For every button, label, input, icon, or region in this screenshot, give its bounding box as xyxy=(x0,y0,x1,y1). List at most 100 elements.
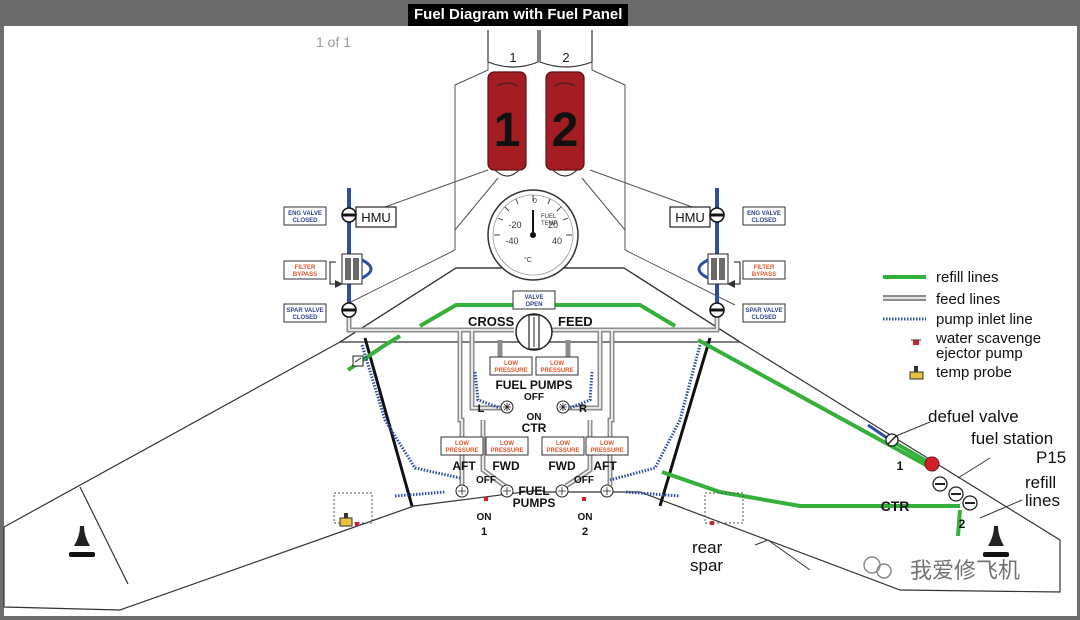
main-pumps-side-1: 1 xyxy=(481,526,487,538)
ann-text-26: PRESSURE xyxy=(590,448,623,454)
main-pump-fwd-1: FWD xyxy=(492,459,520,473)
annunciator-low-pressure-aft-2: LOW PRESSURE xyxy=(585,436,629,456)
legend: refill lines feed lines pump inlet line … xyxy=(883,269,1041,381)
gauge-tick-minus20: -20 xyxy=(508,220,521,230)
gauge-temp-label: TEMP xyxy=(541,221,558,227)
hmu-left-label: HMU xyxy=(361,210,391,225)
refill-lines xyxy=(346,303,962,537)
gauge-zero-label: 0 xyxy=(533,198,537,205)
spar-valve-left[interactable] xyxy=(341,302,357,318)
ann-text-10: BYPASS xyxy=(752,272,776,278)
callout-station-2: 2 xyxy=(959,517,966,531)
title-bar: Fuel Diagram with Fuel Panel xyxy=(0,0,1080,26)
callout-refill-lines: lines xyxy=(1025,491,1060,510)
fuel-station-p15-valves[interactable] xyxy=(932,476,978,511)
engine-1-number: 1 xyxy=(494,104,521,157)
page-counter: 1 of 1 xyxy=(316,34,352,50)
pump-inlet-lines xyxy=(360,344,702,498)
defuel-valve[interactable] xyxy=(885,433,899,447)
main-pumps-off-2: OFF xyxy=(574,475,594,486)
ann-text-4: BYPASS xyxy=(293,272,317,278)
callout-ctr: CTR xyxy=(881,498,910,514)
ejector-pump-markers xyxy=(355,497,714,526)
sump-boxes xyxy=(333,492,744,524)
callout-leaders xyxy=(754,421,1023,571)
callout-fuel-station: fuel station xyxy=(971,429,1053,448)
annunciator-eng-valve-right: ENG VALVE CLOSED xyxy=(742,206,786,226)
ann-text-17: LOW xyxy=(550,361,564,367)
gauge-fuel-label: FUEL xyxy=(541,214,557,220)
ann-text-14: OPEN xyxy=(525,302,542,308)
gauge-tick-40: 40 xyxy=(552,236,562,246)
annunciator-low-pressure-fwd-1: LOW PRESSURE xyxy=(485,436,529,456)
annunciator-spar-valve-right: SPAR VALVE CLOSED xyxy=(742,303,786,323)
main-pumps-on-2: ON xyxy=(578,512,593,523)
hmu-left: HMU xyxy=(355,206,397,228)
center-pumps-title: FUEL PUMPS xyxy=(495,378,572,392)
callout-refill: refill xyxy=(1025,473,1056,492)
engine-1-fuel-control[interactable]: 1 xyxy=(487,71,527,177)
center-pump-r-label: R xyxy=(579,403,587,415)
main-pumps-title-1: FUEL xyxy=(518,484,549,498)
callout-defuel-valve: defuel valve xyxy=(928,407,1019,426)
wing-ejector-icon-left xyxy=(352,355,364,367)
engine-2-fuel-control[interactable]: 2 xyxy=(545,71,585,177)
main-pump-fwd-2: FWD xyxy=(548,459,576,473)
center-pumps-ctr: CTR xyxy=(522,421,547,435)
ann-text-23: LOW xyxy=(556,441,570,447)
main-pump-aft-1: AFT xyxy=(452,459,476,473)
main-pumps-off-1: OFF xyxy=(476,475,496,486)
engine-cutout-1 xyxy=(487,30,593,68)
ann-text-16: PRESSURE xyxy=(494,368,527,374)
gauge-unit: °C xyxy=(524,256,532,264)
crossfeed-valve-selector[interactable] xyxy=(515,313,553,351)
eng-valve-left[interactable] xyxy=(341,207,357,223)
legend-temp-probe: temp probe xyxy=(936,364,1012,381)
ann-text-12: CLOSED xyxy=(751,315,777,321)
ann-text-22: PRESSURE xyxy=(490,448,523,454)
ejector-pump-icon xyxy=(911,339,921,345)
spar-valve-right[interactable] xyxy=(709,302,725,318)
legend-refill-lines: refill lines xyxy=(936,269,999,286)
annunciator-low-pressure-ctr-r: LOW PRESSURE xyxy=(535,356,579,376)
ann-text-15: LOW xyxy=(504,361,518,367)
crossfeed-label-right: FEED xyxy=(558,314,593,329)
legend-pump-inlet-line: pump inlet line xyxy=(936,311,1033,328)
ann-text-13: VALVE xyxy=(524,295,543,301)
main-pumps-side-2: 2 xyxy=(582,526,588,538)
annunciator-valve-open: VALVE OPEN xyxy=(512,290,556,310)
annunciator-low-pressure-aft-1: LOW PRESSURE xyxy=(440,436,484,456)
main-pumps-title-2: PUMPS xyxy=(513,496,556,510)
engine-1-label: 1 xyxy=(509,50,516,65)
temp-probe-icon xyxy=(909,366,924,380)
callout-station-1: 1 xyxy=(897,459,904,473)
fuel-station-indicator xyxy=(924,456,940,472)
watermark: 我爱修飞机 xyxy=(863,556,1020,583)
ann-text-1: ENG VALVE xyxy=(288,211,322,217)
hmu-right: HMU xyxy=(669,206,711,228)
legend-ejector-pump: ejector pump xyxy=(936,345,1023,362)
center-pump-l-label: L xyxy=(478,403,485,415)
callout-fuel-station-id: P15 xyxy=(1036,448,1066,467)
center-pump-l-switch[interactable] xyxy=(500,400,514,414)
center-pump-r-switch[interactable] xyxy=(556,400,570,414)
annunciator-low-pressure-fwd-2: LOW PRESSURE xyxy=(541,436,585,456)
ann-text-5: SPAR VALVE xyxy=(286,308,323,314)
main-pumps-on-1: ON xyxy=(477,512,492,523)
ann-text-11: SPAR VALVE xyxy=(745,308,782,314)
eng-valve-right[interactable] xyxy=(709,207,725,223)
fuel-temp-gauge: 0 FUEL TEMP -20 20 -40 40 °C xyxy=(487,189,579,281)
ann-text-19: LOW xyxy=(455,441,469,447)
gauge-tick-20: 20 xyxy=(548,220,558,230)
temp-probe-icon xyxy=(339,513,353,527)
annunciator-low-pressure-ctr-l: LOW PRESSURE xyxy=(489,356,533,376)
center-pumps-on: ON xyxy=(527,412,542,423)
engine-2-number: 2 xyxy=(552,104,579,157)
ann-text-25: LOW xyxy=(600,441,614,447)
ann-text-2: CLOSED xyxy=(292,218,318,224)
hmu-right-label: HMU xyxy=(675,210,705,225)
ann-text-3: FILTER xyxy=(295,265,316,271)
main-pump-switches[interactable] xyxy=(455,484,614,498)
